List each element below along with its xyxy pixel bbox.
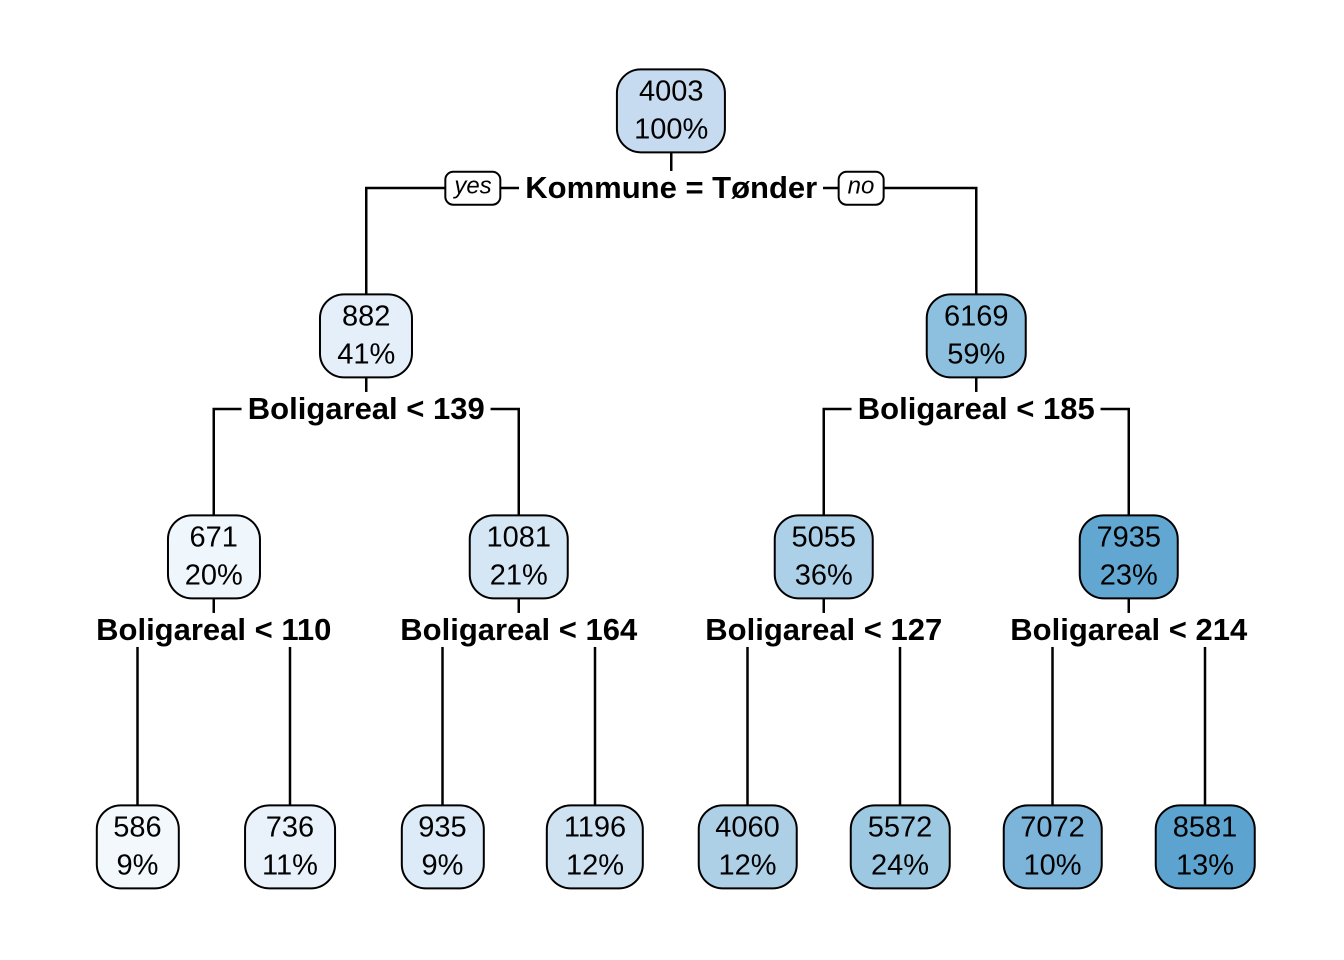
split-label-boligareal-214: Boligareal < 214 xyxy=(1004,612,1254,648)
tree-leaf-3: 935 9% xyxy=(400,804,485,890)
split-label-kommune-tonder: Kommune = Tønder xyxy=(519,170,824,206)
tree-node-right-right: 7935 23% xyxy=(1078,514,1180,600)
node-percent: 11% xyxy=(262,849,318,881)
node-value: 935 xyxy=(418,811,467,844)
node-percent: 12% xyxy=(565,849,625,881)
tree-leaf-1: 586 9% xyxy=(95,804,180,890)
node-value: 7935 xyxy=(1096,521,1162,554)
split-label-boligareal-127: Boligareal < 127 xyxy=(699,612,949,648)
tree-leaf-6: 5572 24% xyxy=(849,804,951,890)
node-value: 4060 xyxy=(715,811,780,844)
tree-leaf-4: 1196 12% xyxy=(545,804,645,890)
node-percent: 9% xyxy=(116,849,159,881)
node-value: 586 xyxy=(113,811,162,844)
node-value: 6169 xyxy=(943,300,1009,333)
node-percent: 21% xyxy=(489,559,548,591)
node-percent: 13% xyxy=(1175,849,1235,881)
node-value: 1081 xyxy=(486,521,552,554)
node-percent: 20% xyxy=(184,559,243,591)
tree-node-right: 6169 59% xyxy=(925,293,1027,379)
node-percent: 59% xyxy=(947,338,1006,370)
tree-node-right-left: 5055 36% xyxy=(773,514,875,600)
edge-lr-elbow xyxy=(441,628,597,807)
edge-rr-elbow xyxy=(1051,628,1207,807)
tree-node-left: 882 41% xyxy=(319,293,414,379)
split-label-boligareal-185: Boligareal < 185 xyxy=(851,391,1101,427)
node-percent: 9% xyxy=(421,849,464,881)
node-percent: 36% xyxy=(794,559,853,591)
node-value: 736 xyxy=(265,811,315,844)
node-percent: 12% xyxy=(718,849,777,881)
node-value: 882 xyxy=(342,300,391,333)
split-label-boligareal-164: Boligareal < 164 xyxy=(394,612,644,648)
node-value: 1196 xyxy=(563,811,627,844)
node-value: 4003 xyxy=(638,75,704,108)
tree-leaf-8: 8581 13% xyxy=(1154,804,1256,890)
node-value: 8581 xyxy=(1172,811,1238,844)
tree-leaf-2: 736 11% xyxy=(244,804,336,890)
tree-leaf-7: 7072 10% xyxy=(1002,804,1103,890)
node-value: 5572 xyxy=(867,811,933,844)
edge-ll-elbow xyxy=(136,628,292,807)
node-percent: 41% xyxy=(337,338,396,370)
node-percent: 24% xyxy=(870,849,930,881)
tree-leaf-5: 4060 12% xyxy=(697,804,798,890)
node-percent: 100% xyxy=(634,113,709,145)
edge-rl-elbow xyxy=(746,628,902,807)
split-label-boligareal-139: Boligareal < 139 xyxy=(241,391,491,427)
yes-branch-label: yes xyxy=(444,170,502,206)
no-branch-label: no xyxy=(837,170,885,206)
split-label-boligareal-110: Boligareal < 110 xyxy=(90,612,338,648)
node-value: 7072 xyxy=(1020,811,1085,844)
tree-node-left-left: 671 20% xyxy=(166,514,261,600)
node-value: 671 xyxy=(189,521,238,554)
node-percent: 23% xyxy=(1099,559,1158,591)
tree-node-left-right: 1081 21% xyxy=(468,514,570,600)
node-value: 5055 xyxy=(791,521,857,554)
node-percent: 10% xyxy=(1023,849,1082,881)
tree-node-root: 4003 100% xyxy=(616,68,727,154)
